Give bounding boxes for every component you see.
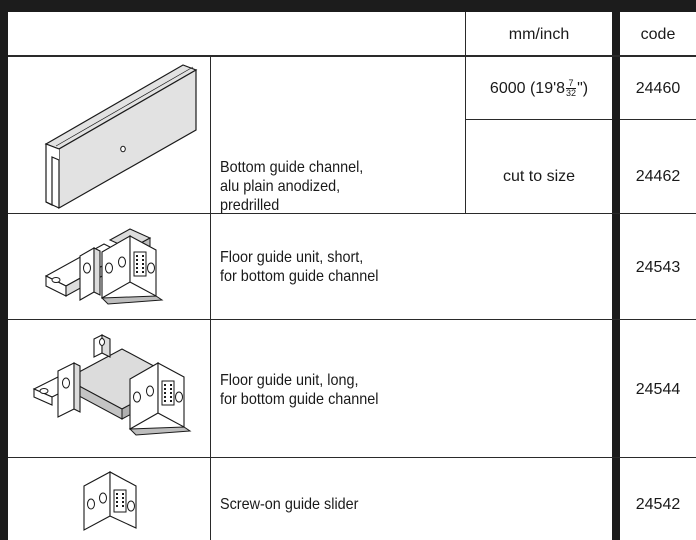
- table-left-border: [0, 0, 8, 540]
- floor-guide-long-description-line-1: Floor guide unit, long,: [220, 372, 359, 389]
- row-divider-2: [8, 319, 696, 320]
- row-divider-1: [8, 213, 696, 214]
- channel-length-end: "): [577, 80, 589, 97]
- bottom-guide-channel-description-line-2: alu plain anodized,: [220, 178, 341, 195]
- bottom-guide-channel-description-line-3: predrilled: [220, 197, 280, 214]
- floor-guide-short-description-line-2: for bottom guide channel: [220, 268, 379, 285]
- guide-slider-code: 24542: [635, 496, 681, 513]
- screw-on-guide-slider-drawing: [83, 471, 137, 531]
- floor-guide-long-description-line-2: for bottom guide channel: [220, 391, 379, 408]
- floor-guide-long-code: 24544: [635, 381, 681, 398]
- row-divider-3: [8, 457, 696, 458]
- channel-length-code: 24460: [635, 80, 681, 97]
- table-top-bar: [0, 0, 696, 12]
- guide-slider-description: Screw-on guide slider: [220, 496, 359, 513]
- image-column-divider: [210, 56, 211, 540]
- fraction-numerator: 7: [566, 79, 577, 90]
- code-option-row-divider: [620, 119, 696, 120]
- floor-guide-short-description-line-1: Floor guide unit, short,: [220, 249, 364, 266]
- floor-guide-unit-long-image: [30, 327, 194, 450]
- table-code-separator-bar: [612, 0, 620, 540]
- option-row-divider: [465, 119, 612, 120]
- unit-column-header: mm/inch: [508, 26, 570, 43]
- cut-to-size-label: cut to size: [502, 168, 576, 185]
- cut-to-size-code: 24462: [635, 168, 681, 185]
- channel-length-main: 6000 (19'8: [489, 80, 566, 97]
- floor-guide-unit-long-drawing: [32, 334, 192, 436]
- header-row-divider: [8, 55, 696, 57]
- screw-on-guide-slider-image: [80, 466, 142, 537]
- bottom-guide-channel-description-line-1: Bottom guide channel,: [220, 159, 364, 176]
- code-column-header: code: [640, 26, 676, 43]
- unit-column-divider: [465, 12, 466, 213]
- floor-guide-short-code: 24543: [635, 259, 681, 276]
- floor-guide-unit-short-drawing: [44, 228, 164, 305]
- bottom-guide-channel-drawing: [44, 64, 198, 210]
- fraction-denominator: 32: [566, 88, 577, 99]
- floor-guide-unit-short-image: [44, 226, 172, 313]
- bottom-guide-channel-image: [26, 62, 202, 213]
